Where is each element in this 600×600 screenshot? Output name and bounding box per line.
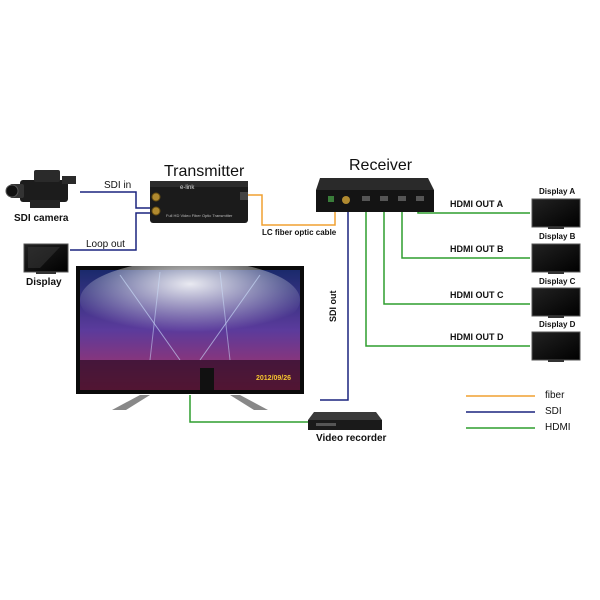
transmitter-device-icon bbox=[150, 181, 248, 223]
hdmi-c-line bbox=[383, 206, 530, 305]
lc-fiber-label: LC fiber optic cable bbox=[262, 228, 337, 237]
hdmi-out-d-label: HDMI OUT D bbox=[450, 332, 504, 342]
display-b-icon bbox=[531, 243, 581, 274]
display-d-label: Display D bbox=[539, 320, 576, 329]
display-a-icon bbox=[531, 198, 581, 229]
loop-out-label: Loop out bbox=[86, 239, 125, 250]
hdmi-out-a-label: HDMI OUT A bbox=[450, 199, 504, 209]
hdmi-out-c-label: HDMI OUT C bbox=[450, 290, 504, 300]
hdmi-out-b-label: HDMI OUT B bbox=[450, 244, 504, 254]
display-left-icon bbox=[23, 243, 69, 274]
legend-sdi-label: SDI bbox=[545, 406, 562, 417]
tv-hdmi-line bbox=[189, 395, 312, 423]
fiber-cable-line bbox=[246, 194, 336, 226]
camera-icon bbox=[5, 170, 76, 208]
tv-date-overlay: 2012/09/26 bbox=[256, 375, 292, 382]
legend-hdmi-label: HDMI bbox=[545, 422, 571, 433]
hdmi-d-line bbox=[365, 206, 530, 347]
sdi-in-line bbox=[80, 191, 150, 209]
transmitter-caption: Full HD Video Fiber Optic Transmitter bbox=[166, 213, 233, 218]
video-recorder-icon bbox=[308, 412, 382, 430]
brand-logo-text: e-link bbox=[180, 185, 195, 191]
display-c-icon bbox=[531, 287, 581, 318]
hdmi-b-line bbox=[401, 206, 530, 259]
display-d-icon bbox=[531, 331, 581, 362]
loop-out-line bbox=[70, 212, 150, 251]
sdi-in-label: SDI in bbox=[104, 180, 132, 191]
display-c-label: Display C bbox=[539, 277, 576, 286]
display-b-label: Display B bbox=[539, 232, 576, 241]
display-left-label: Display bbox=[26, 277, 62, 288]
receiver-title: Receiver bbox=[349, 157, 413, 174]
legend-fiber-label: fiber bbox=[545, 390, 565, 401]
display-a-label: Display A bbox=[539, 187, 576, 196]
video-recorder-label: Video recorder bbox=[316, 433, 387, 444]
big-tv-icon bbox=[76, 260, 304, 410]
sdi-camera-label: SDI camera bbox=[14, 213, 69, 224]
receiver-device-icon bbox=[316, 178, 434, 212]
transmitter-title: Transmitter bbox=[164, 163, 245, 180]
sdi-out-label: SDI out bbox=[328, 290, 338, 323]
sdi-out-line bbox=[320, 208, 349, 401]
